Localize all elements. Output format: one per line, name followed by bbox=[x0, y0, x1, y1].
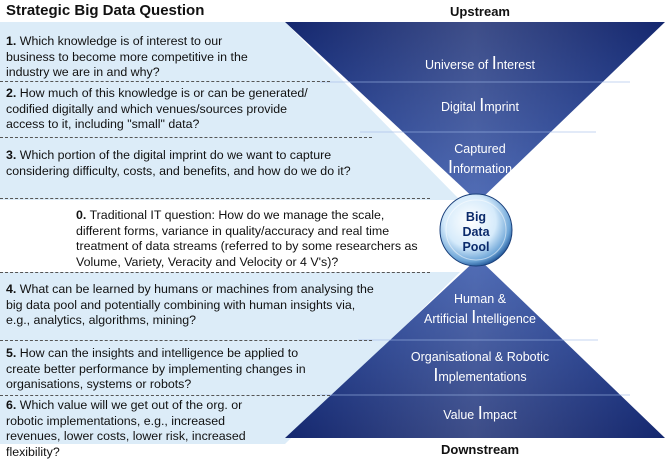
question-3: 3. Which portion of the digital imprint … bbox=[6, 148, 374, 179]
upper-funnel-sheen bbox=[285, 22, 665, 202]
question-text: Which knowledge is of interest to our bu… bbox=[6, 34, 248, 79]
band-digital-imprint: Digital Imprint bbox=[441, 95, 519, 115]
question-5: 5. How can the insights and intelligence… bbox=[6, 346, 332, 393]
question-bg-upper bbox=[0, 22, 460, 200]
band-value-impact: Value Impact bbox=[443, 403, 517, 423]
big-data-pool-ring bbox=[445, 199, 507, 261]
question-number: 3. bbox=[6, 148, 17, 162]
question-4: 4. What can be learned by humans or mach… bbox=[6, 282, 382, 329]
question-6: 6. Which value will we get out of the or… bbox=[6, 398, 274, 460]
question-divider bbox=[0, 81, 330, 82]
question-divider bbox=[0, 340, 372, 341]
question-divider bbox=[0, 198, 430, 199]
big-data-pool-label: Big Data Pool bbox=[462, 210, 490, 254]
page-title: Strategic Big Data Question bbox=[6, 2, 205, 19]
question-1: 1. Which knowledge is of interest to our… bbox=[6, 34, 268, 81]
question-2: 2. How much of this knowledge is or can … bbox=[6, 86, 318, 133]
question-text: How can the insights and intelligence be… bbox=[6, 346, 306, 391]
question-text: What can be learned by humans or machine… bbox=[6, 282, 374, 327]
question-bg-lower bbox=[0, 272, 460, 444]
downstream-label: Downstream bbox=[440, 442, 520, 457]
lower-funnel-sheen bbox=[285, 258, 665, 438]
band-human-artificial-intelligence: Human & Artificial Intelligence bbox=[423, 292, 536, 327]
question-number: 1. bbox=[6, 34, 17, 48]
question-text: Which value will we get out of the org. … bbox=[6, 398, 246, 459]
band-organisational-robotic-implementations: Organisational & Robotic Implementations bbox=[410, 350, 550, 385]
question-number: 2. bbox=[6, 86, 17, 100]
question-text: Which portion of the digital imprint do … bbox=[6, 148, 351, 178]
question-0: 0. Traditional IT question: How do we ma… bbox=[76, 208, 428, 270]
question-divider bbox=[0, 272, 430, 273]
question-text: Traditional IT question: How do we manag… bbox=[76, 208, 418, 269]
question-divider bbox=[0, 137, 372, 138]
big-data-pool bbox=[439, 193, 513, 267]
question-text: How much of this knowledge is or can be … bbox=[6, 86, 308, 131]
upstream-label: Upstream bbox=[450, 4, 510, 19]
question-number: 5. bbox=[6, 346, 17, 360]
question-number: 6. bbox=[6, 398, 17, 412]
question-number: 0. bbox=[76, 208, 87, 222]
band-universe-of-interest: Universe of Interest bbox=[425, 53, 535, 73]
question-divider bbox=[0, 395, 330, 396]
band-captured-information: Captured Information bbox=[447, 142, 513, 177]
question-number: 4. bbox=[6, 282, 17, 296]
